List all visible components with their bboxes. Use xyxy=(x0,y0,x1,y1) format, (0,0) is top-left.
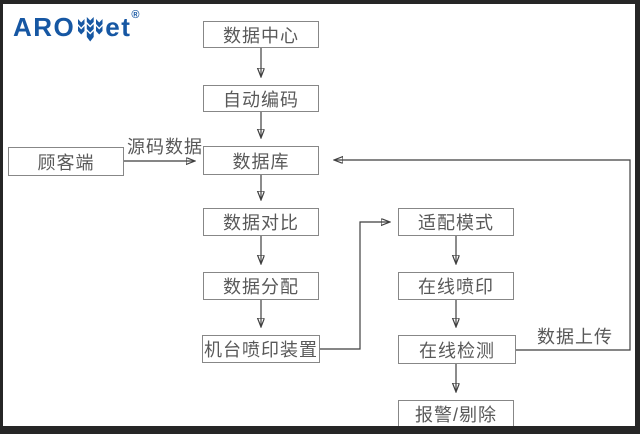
brand-logo: ARO et ® xyxy=(13,9,140,44)
node-data-center: 数据中心 xyxy=(203,21,319,48)
brand-text-left: ARO xyxy=(13,12,76,42)
leaf-icon xyxy=(78,17,103,42)
node-machine-print-device: 机台喷印装置 xyxy=(202,335,320,363)
arrow-onlinedetect-to-database-feedback xyxy=(335,160,631,351)
node-online-printing: 在线喷印 xyxy=(398,272,514,300)
node-online-detection: 在线检测 xyxy=(398,335,516,364)
node-database: 数据库 xyxy=(203,146,319,175)
node-data-distribution: 数据分配 xyxy=(203,272,319,300)
registered-mark: ® xyxy=(131,9,140,21)
node-customer-side: 顾客端 xyxy=(8,147,124,176)
node-alarm-reject: 报警/剔除 xyxy=(398,400,514,426)
arrow-machine-to-adaptmode xyxy=(320,222,389,350)
node-auto-encoding: 自动编码 xyxy=(203,85,319,112)
edge-label-data-upload: 数据上传 xyxy=(537,327,613,347)
brand-text-right: et xyxy=(105,12,132,42)
node-data-compare: 数据对比 xyxy=(203,208,319,236)
node-adapt-mode: 适配模式 xyxy=(398,208,514,236)
edge-label-source-code-data: 源码数据 xyxy=(127,137,203,157)
